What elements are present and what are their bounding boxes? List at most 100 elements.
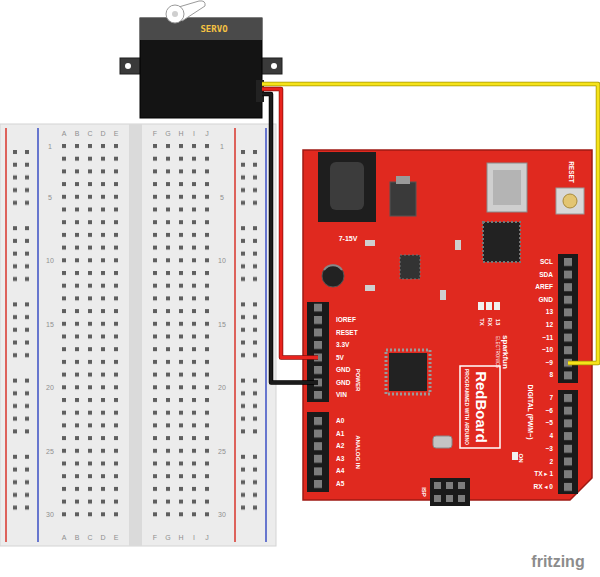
servo-label: SERVO: [200, 25, 227, 34]
column-letter: I: [193, 130, 195, 137]
led-label: ON: [518, 454, 524, 463]
pin-label: SDA: [539, 271, 553, 278]
board-outline: [303, 150, 592, 500]
wire-end: [303, 381, 318, 384]
microcontroller: [389, 353, 427, 391]
pin-label: A2: [336, 443, 344, 450]
column-letter: E: [114, 534, 119, 541]
usb-opening: [493, 170, 521, 205]
analog-header: [307, 412, 329, 492]
isp-pin: [434, 495, 441, 502]
rail-line: [37, 128, 39, 542]
row-number: 15: [218, 320, 226, 327]
wire-end-outline: [303, 355, 318, 360]
breadboard-channel: [129, 124, 142, 546]
terminal-holes: [151, 142, 215, 520]
row-number: 15: [46, 320, 54, 327]
isp-pin: [434, 482, 441, 489]
logo-frame: [460, 366, 500, 448]
pin-label: RESET: [336, 329, 358, 336]
led-label: RX: [487, 318, 493, 326]
pin-label: ~6: [546, 407, 553, 414]
pin-label: SCL: [540, 259, 553, 266]
capacitor: [322, 265, 344, 287]
pin-label: A4: [336, 468, 344, 475]
brand-subtitle: ELECTRONICS: [495, 336, 500, 368]
pin-label: 2: [549, 458, 553, 465]
breadboard-body: [0, 124, 276, 546]
digital-header-pins: [564, 394, 572, 495]
column-letter: J: [205, 534, 209, 541]
row-number: 30: [46, 511, 54, 518]
pin-label: A1: [336, 430, 344, 437]
pin-label: 13: [546, 309, 553, 316]
pin-label: 5V: [336, 354, 344, 361]
servo-top: [140, 18, 262, 40]
servo-horn-screw: [172, 11, 178, 17]
row-number: 20: [218, 384, 226, 391]
pin-label: ~9: [546, 360, 553, 367]
capacitor-mark: [324, 265, 342, 270]
row-number: 25: [218, 447, 226, 454]
column-letter: J: [205, 130, 209, 137]
voltage-regulator: [390, 182, 416, 216]
row-number: 5: [220, 193, 224, 200]
status-led: [486, 302, 492, 310]
pin-label: 8: [549, 372, 553, 379]
wire-end: [303, 356, 318, 359]
column-letter: E: [114, 130, 119, 137]
row-number: 10: [218, 257, 226, 264]
header-title: POWER: [355, 369, 361, 392]
jumper-wire: [262, 84, 598, 363]
isp-header: [430, 478, 470, 506]
board-tagline: PROGRAMMED WITH ARDUINO: [464, 369, 469, 445]
smd-part: [455, 240, 461, 250]
row-number: 20: [46, 384, 54, 391]
row-number: 10: [46, 257, 54, 264]
jumper-wire: [262, 94, 303, 383]
status-led: [478, 302, 484, 310]
rail-holes: [11, 148, 35, 520]
rail-holes: [239, 148, 263, 520]
reset-button: [556, 188, 584, 214]
column-letter: C: [87, 534, 92, 541]
column-letter: F: [153, 534, 157, 541]
rail-line: [265, 128, 267, 542]
isp-pin: [446, 495, 453, 502]
usb-chip: [483, 222, 520, 262]
column-letter: D: [100, 534, 105, 541]
row-number: 5: [48, 193, 52, 200]
brand-name: sparkfun: [501, 335, 509, 369]
pin-label: ~3: [546, 446, 553, 453]
pin-label: ~5: [546, 420, 553, 427]
pin-label: GND: [336, 379, 350, 386]
barrel-jack-socket: [330, 162, 364, 210]
smd-part: [365, 240, 375, 246]
rail-line: [5, 128, 7, 542]
column-letter: B: [75, 534, 80, 541]
column-letter: A: [62, 130, 67, 137]
servo-horn-hub: [166, 5, 184, 23]
regulator-tab: [396, 176, 410, 184]
isp-label: ISP: [421, 487, 427, 497]
board-name: RedBoard: [474, 371, 489, 443]
header-title: DIGITAL (PWM~): [527, 384, 534, 439]
pin-label: GND: [539, 297, 553, 304]
pin-label: VIN: [336, 392, 347, 399]
column-letter: D: [100, 130, 105, 137]
jumper-wire: [262, 89, 303, 358]
servo-tab-hole: [271, 63, 277, 69]
power-header-pins: [314, 304, 322, 400]
led-label: TX: [479, 318, 485, 326]
barrel-jack: [318, 152, 376, 222]
header-title: ANALOG IN: [355, 435, 361, 469]
isp-pin: [446, 482, 453, 489]
rail-line: [234, 128, 236, 542]
smd-part: [440, 290, 446, 300]
pin-label: RX ◂ 0: [533, 484, 553, 491]
column-letter: C: [87, 130, 92, 137]
crystal: [433, 436, 452, 448]
wire-outline: [262, 94, 303, 383]
pin-label: 3.3V: [336, 342, 349, 349]
